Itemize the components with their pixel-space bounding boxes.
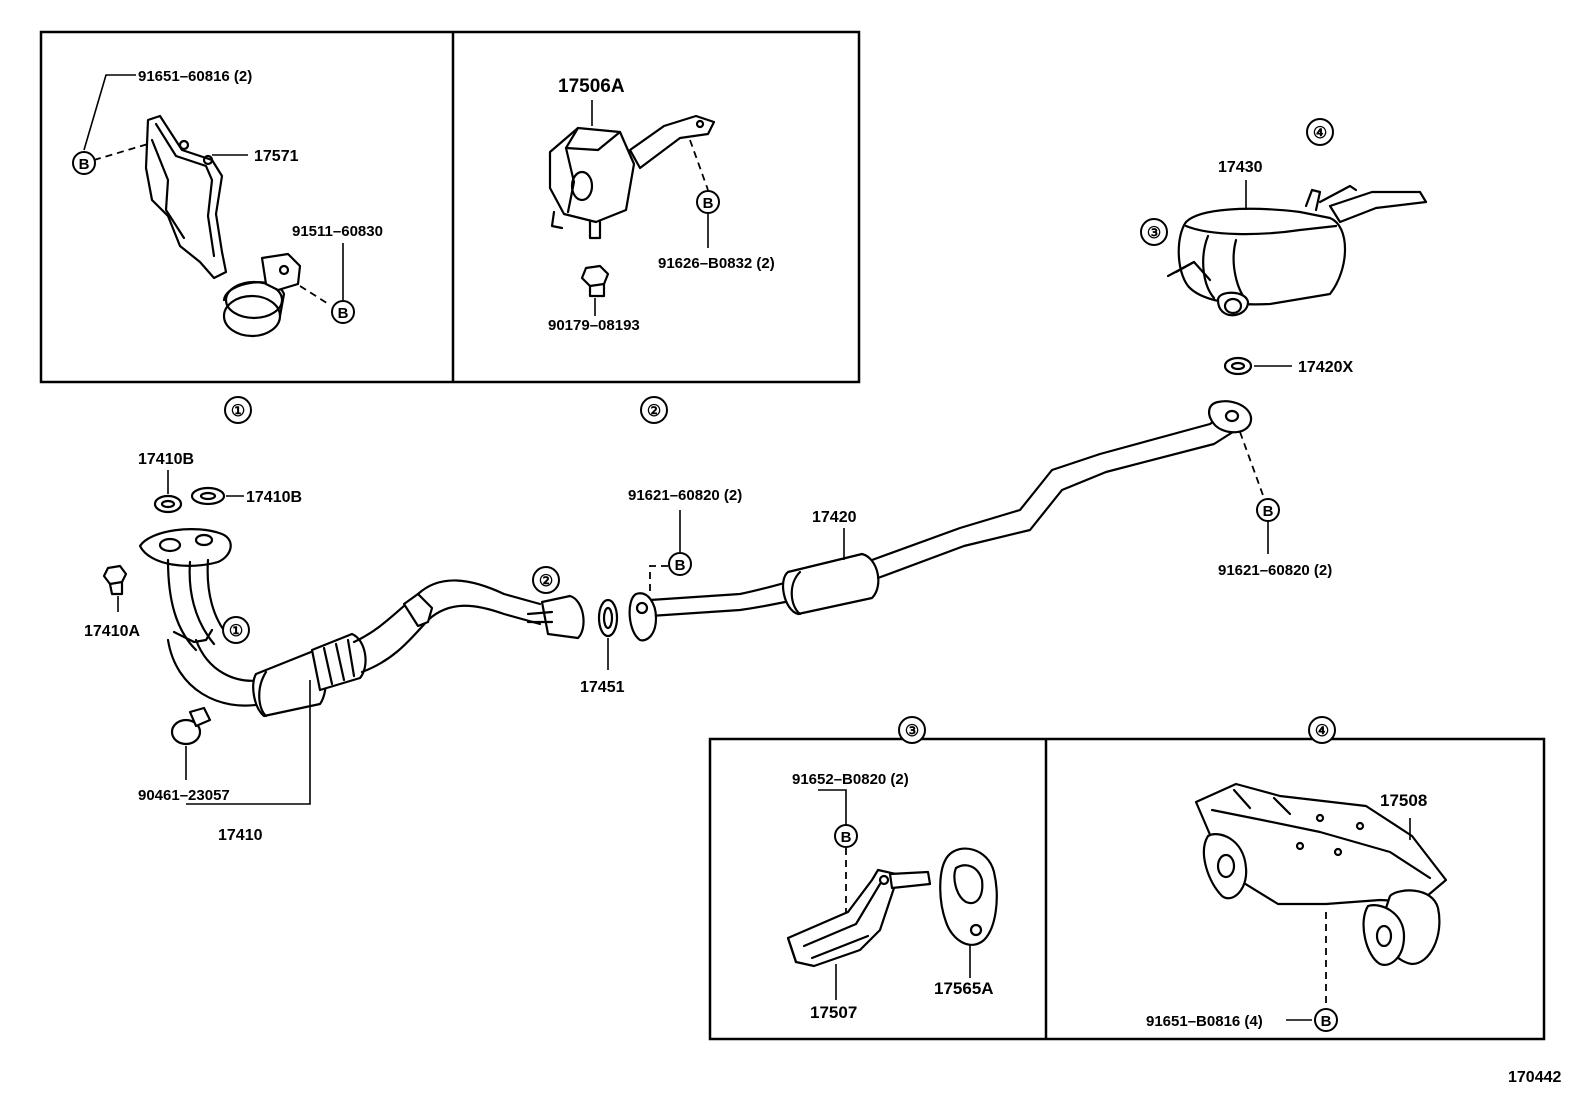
gasket-17410b-a-drawing: [153, 494, 183, 514]
group-marker-1: [224, 396, 252, 424]
panel-2: B 17506A 91626–B0832 (2) 90179–08193: [548, 76, 775, 334]
hanger-17506a-drawing: [548, 114, 716, 240]
pipe-marker-2: [532, 566, 560, 594]
label-91621-60820-rear: 91621–60820 (2): [1218, 562, 1332, 579]
panel-3: B 91652–B0820 (2) 17507 17565A: [786, 771, 998, 1022]
label-91511-60830: 91511–60830: [292, 223, 383, 240]
pipe-marker-1-text: ①: [229, 623, 243, 640]
label-17565a: 17565A: [934, 979, 994, 998]
bolt-marker-3: [834, 824, 858, 848]
panel-1: B B 91651–60816 (2) 17571 91511–60830: [72, 68, 383, 338]
label-17507: 17507: [810, 1003, 857, 1022]
bolt-marker-3-text: B: [841, 829, 852, 846]
label-17451: 17451: [580, 679, 625, 696]
bolt-marker-rear: [1256, 498, 1280, 522]
group-marker-3-main: [1140, 218, 1168, 246]
pipe-marker-2-text: ②: [539, 573, 553, 590]
group-marker-3: [898, 716, 926, 744]
group-marker-4-main-text: ④: [1313, 125, 1327, 142]
diagram-id: 170442: [1508, 1069, 1561, 1086]
panel-3-4-frame: [708, 737, 1546, 1041]
gasket-17451-drawing: [597, 598, 619, 638]
label-17410b-side: 17410B: [246, 489, 302, 506]
label-91651-60816: 91651–60816 (2): [138, 68, 252, 85]
group-marker-4-main: [1306, 118, 1334, 146]
nut-17410a-drawing: [102, 564, 128, 596]
group-marker-4-text: ④: [1315, 723, 1329, 740]
label-91621-60820-center: 91621–60820 (2): [628, 487, 742, 504]
label-90179-08193: 90179–08193: [548, 317, 640, 334]
panel-4: B 17508 91651–B0816 (4): [1146, 782, 1448, 1032]
bolt-marker-1a: [72, 151, 96, 175]
label-17410a: 17410A: [84, 623, 140, 640]
label-17420: 17420: [812, 509, 857, 526]
label-17430: 17430: [1218, 159, 1263, 176]
bolt-marker-1b: [331, 300, 355, 324]
group-marker-2: [640, 396, 668, 424]
label-17420x: 17420X: [1298, 359, 1353, 376]
tail-muffler-17430: [1166, 184, 1428, 317]
center-pipe-17420-drawing: [628, 400, 1253, 642]
label-91652-b0820: 91652–B0820 (2): [792, 771, 909, 788]
label-17571: 17571: [254, 148, 299, 165]
label-17410: 17410: [218, 827, 263, 844]
gasket-17410b-b-drawing: [190, 486, 226, 506]
bracket-17508-drawing: [1194, 782, 1448, 966]
label-90461-23057: 90461–23057: [138, 787, 230, 804]
label-91651-b0816: 91651–B0816 (4): [1146, 1013, 1263, 1030]
label-91626-b0832: 91626–B0832 (2): [658, 255, 775, 272]
front-pipe-17410-drawing: [138, 528, 585, 718]
bolt-marker-1b-text: B: [338, 305, 349, 322]
pipe-marker-1: [222, 616, 250, 644]
nut-90179-drawing: [580, 264, 610, 298]
bolt-marker-2: [696, 190, 720, 214]
bolt-marker-center-text: B: [675, 557, 686, 574]
gasket-17420x-drawing: [1223, 356, 1253, 376]
clamp-90461-drawing: [170, 706, 212, 746]
bolt-marker-4-text: B: [1321, 1013, 1332, 1030]
group-marker-3-text: ③: [905, 723, 919, 740]
group-marker-4: [1308, 716, 1336, 744]
clamp-91511-drawing: [222, 252, 302, 338]
bracket-17507-drawing: [786, 868, 932, 968]
bolt-marker-2-text: B: [703, 195, 714, 212]
label-17410b-top: 17410B: [138, 451, 194, 468]
bracket-17571-drawing: [144, 114, 228, 280]
panel-1-2-frame: [39, 30, 861, 384]
label-17506a: 17506A: [558, 76, 625, 97]
label-17508: 17508: [1380, 791, 1427, 810]
bolt-marker-1a-text: B: [79, 156, 90, 173]
group-marker-1-text: ①: [231, 403, 245, 420]
bolt-marker-rear-text: B: [1263, 503, 1274, 520]
bolt-marker-4: [1314, 1008, 1338, 1032]
bolt-marker-center: [668, 552, 692, 576]
group-marker-2-text: ②: [647, 403, 661, 420]
group-marker-3-main-text: ③: [1147, 225, 1161, 242]
hanger-17565a-drawing: [939, 847, 998, 946]
